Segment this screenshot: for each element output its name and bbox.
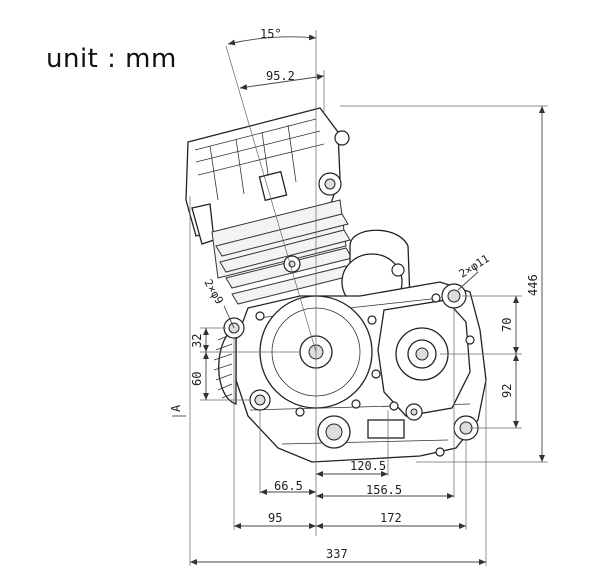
label-height-upper: 70 (500, 318, 514, 332)
mount-holes (223, 283, 479, 441)
section-mark: A (169, 404, 183, 412)
label-width-95: 95 (268, 511, 282, 525)
label-height-total: 446 (526, 274, 540, 296)
label-tilt-angle: 15° (260, 27, 282, 41)
clutch-cover (377, 299, 471, 417)
label-width-156: 156.5 (366, 483, 402, 497)
side-cover-fins (213, 327, 237, 405)
dimension-lines (172, 34, 545, 565)
perimeter-bolts (255, 293, 475, 457)
label-width-66: 66.5 (274, 479, 303, 493)
label-left-lower: 60 (190, 372, 204, 386)
engine-body (185, 107, 487, 463)
lower-boss (317, 415, 405, 449)
unit-label: unit : mm (46, 44, 177, 74)
extension-lines (189, 30, 548, 566)
label-width-total: 337 (326, 547, 348, 561)
label-top-offset: 95.2 (266, 69, 295, 83)
label-width-172: 172 (380, 511, 402, 525)
cylinder-fins (211, 199, 353, 305)
label-height-lower: 92 (500, 384, 514, 398)
label-bolt-right: 2×φ11 (457, 252, 492, 281)
label-width-120: 120.5 (350, 459, 386, 473)
label-left-upper: 32 (190, 334, 204, 348)
dimension-labels: 15° 95.2 446 70 92 32 60 2×φ9 2×φ11 120.… (169, 27, 540, 561)
label-bolt-left: 2×φ9 (201, 277, 226, 306)
